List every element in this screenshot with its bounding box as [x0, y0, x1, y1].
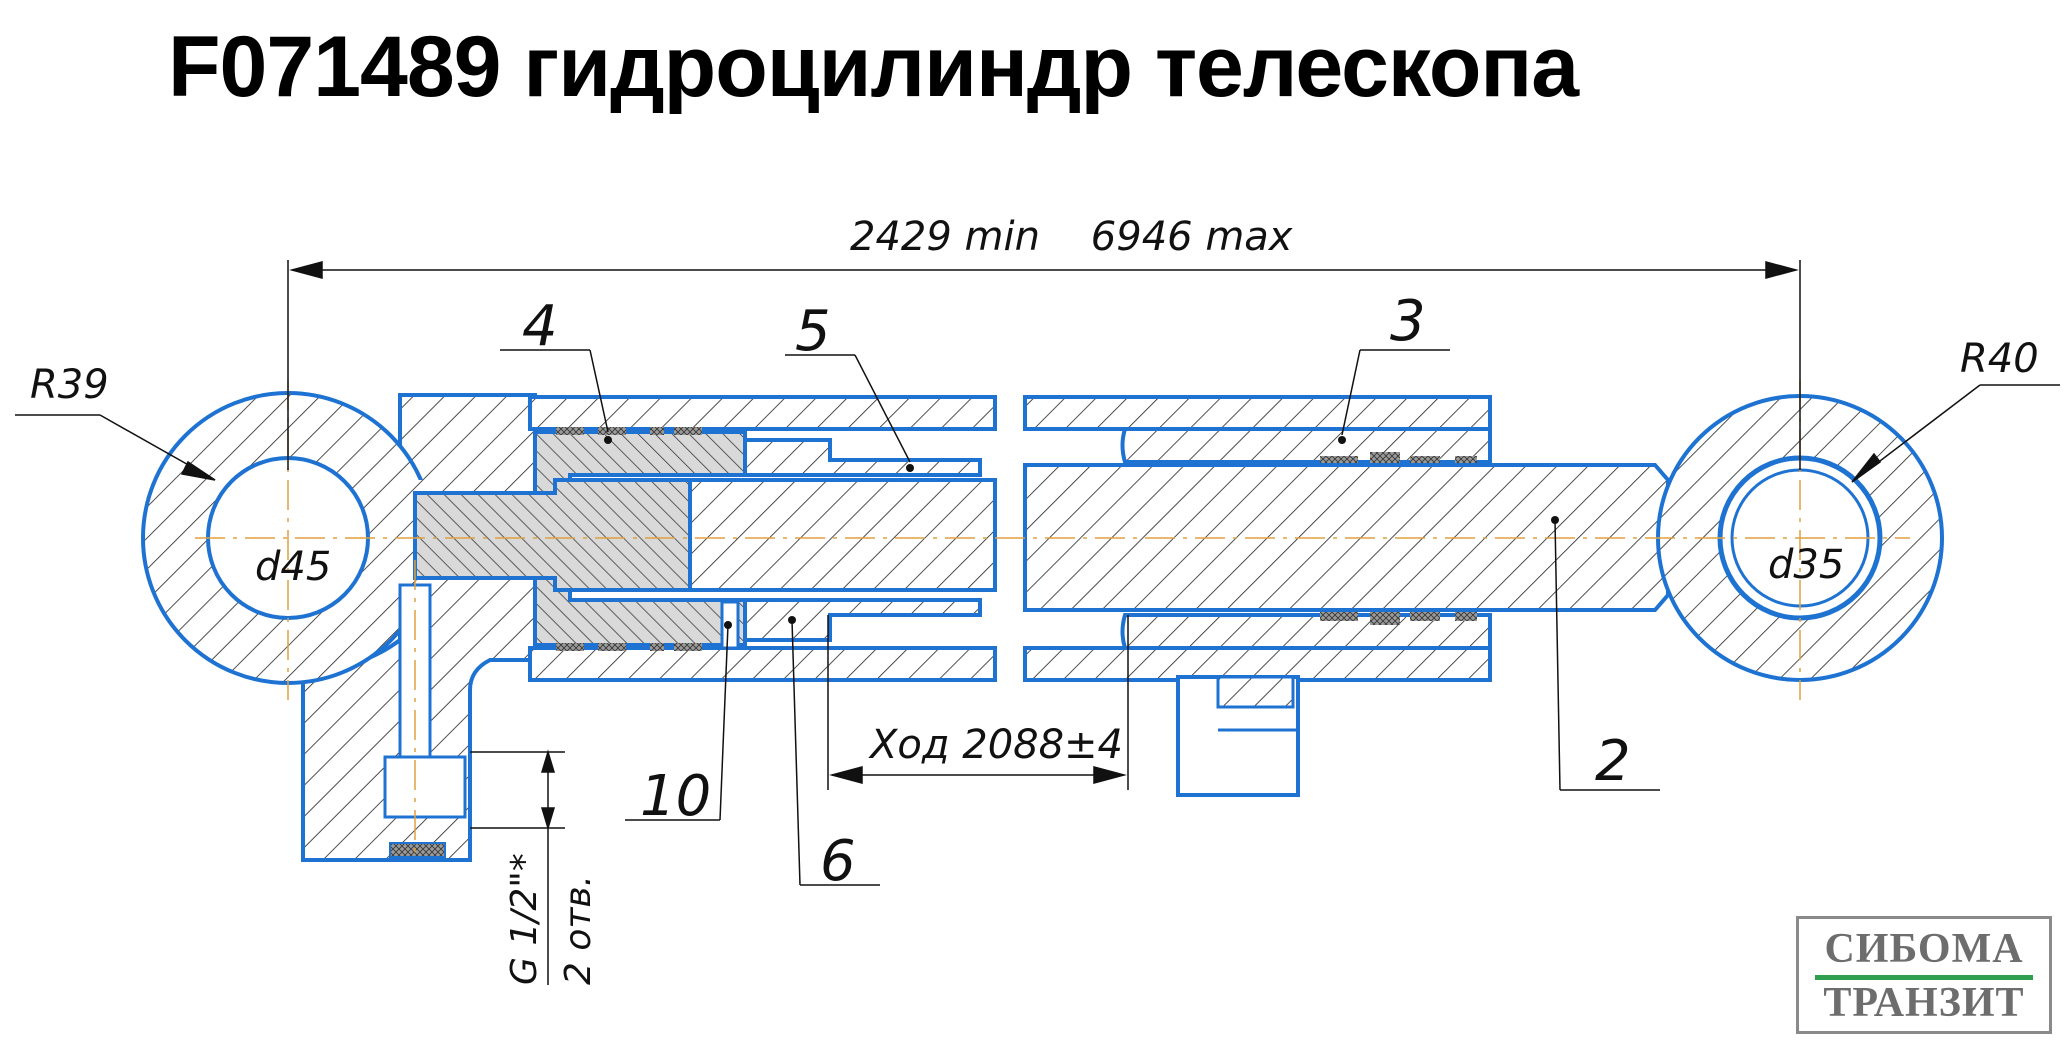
callout-6: 6 — [820, 829, 856, 894]
page-title: F071489 гидроцилиндр телескопа — [168, 19, 1579, 115]
callout-10: 10 — [640, 764, 711, 829]
logo-accent-bar — [1815, 975, 2033, 980]
company-logo: СИБОМА ТРАНЗИТ — [1796, 916, 2052, 1034]
cylinder-tube-left — [413, 395, 997, 682]
right-radius-label: R40 — [1960, 336, 2039, 382]
callout-5: 5 — [795, 299, 831, 364]
overall-length-label: 2429 min 6946 max — [850, 214, 1293, 260]
port-thread-dimension — [470, 749, 565, 985]
radius-leaders — [15, 384, 2060, 483]
callout-3: 3 — [1390, 289, 1426, 354]
port-thread-label: G 1/2"* — [504, 853, 545, 985]
right-bore-label: d35 — [1768, 542, 1844, 588]
port-count-label: 2 отв. — [558, 875, 599, 985]
stroke-label: Ход 2088±4 — [868, 722, 1123, 768]
logo-line-2: ТРАНЗИТ — [1823, 980, 2025, 1026]
callout-leaders — [500, 349, 1660, 886]
callout-dots — [604, 436, 1559, 629]
cylinder-tube-right — [1023, 395, 1687, 797]
left-bore-label: d45 — [255, 544, 331, 590]
logo-line-1: СИБОМА — [1824, 926, 2024, 972]
stroke-dimension — [827, 615, 1129, 790]
left-radius-label: R39 — [30, 362, 109, 408]
callout-4: 4 — [522, 294, 558, 359]
cap-end-mount — [141, 391, 537, 862]
callout-2: 2 — [1595, 729, 1631, 794]
overall-length-dimension — [287, 260, 1801, 470]
